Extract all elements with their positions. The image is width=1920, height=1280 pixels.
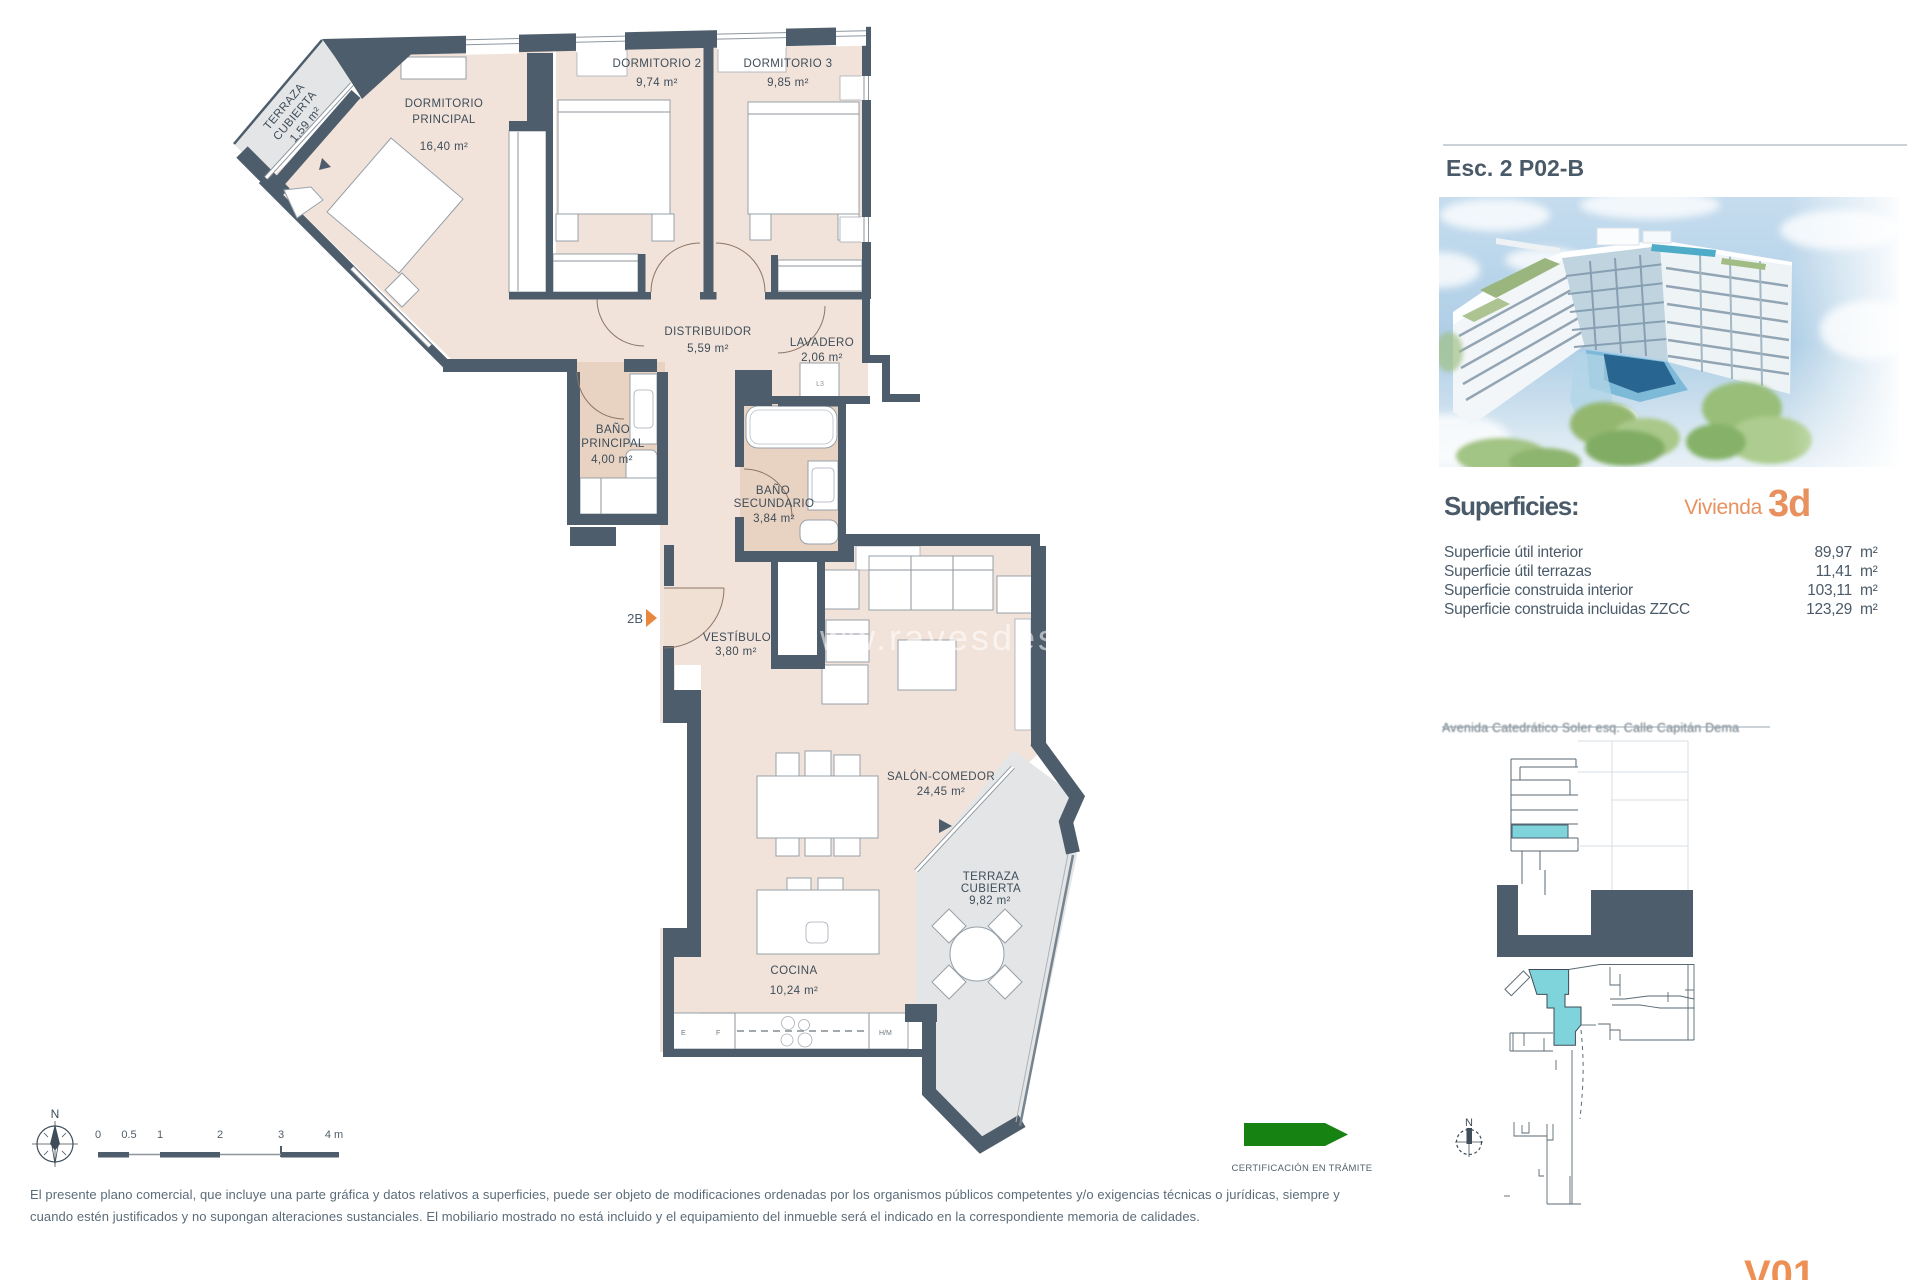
svg-text:m²: m²: [1860, 601, 1878, 618]
svg-text:VESTÍBULO: VESTÍBULO: [703, 631, 771, 644]
svg-text:3,84 m²: 3,84 m²: [753, 513, 795, 525]
svg-text:N: N: [51, 1107, 60, 1121]
svg-text:SECUNDARIO: SECUNDARIO: [734, 498, 815, 510]
svg-text:0: 0: [95, 1129, 101, 1141]
svg-text:SALÓN-COMEDOR: SALÓN-COMEDOR: [887, 770, 995, 783]
svg-text:Superficie útil interior: Superficie útil interior: [1444, 544, 1583, 561]
svg-text:DORMITORIO: DORMITORIO: [405, 98, 484, 110]
svg-text:CERTIFICACIÓN EN TRÁMITE: CERTIFICACIÓN EN TRÁMITE: [1232, 1163, 1373, 1174]
svg-text:3d: 3d: [1768, 483, 1810, 525]
svg-text:2B: 2B: [627, 611, 643, 626]
svg-text:DORMITORIO 3: DORMITORIO 3: [744, 58, 833, 70]
svg-text:11,41: 11,41: [1816, 563, 1852, 580]
svg-text:1: 1: [157, 1129, 163, 1141]
svg-text:H/M: H/M: [879, 1030, 892, 1037]
svg-text:89,97: 89,97: [1814, 544, 1852, 561]
svg-text:4,00 m²: 4,00 m²: [591, 454, 633, 466]
svg-text:El presente plano comercial, q: El presente plano comercial, que incluye…: [30, 1187, 1340, 1202]
svg-text:3: 3: [278, 1129, 284, 1141]
svg-text:E: E: [681, 1030, 686, 1037]
svg-text:m²: m²: [1860, 544, 1878, 561]
svg-text:Esc. 2 P02-B: Esc. 2 P02-B: [1446, 155, 1584, 181]
svg-text:Superficie construida incluida: Superficie construida incluidas ZZCC: [1444, 601, 1690, 618]
svg-text:Avenida Catedrático Soler esq.: Avenida Catedrático Soler esq. Calle Cap…: [1442, 721, 1739, 735]
svg-text:ww.ravesdesc: ww.ravesdesc: [819, 617, 1080, 658]
svg-text:F: F: [716, 1030, 720, 1037]
svg-text:DISTRIBUIDOR: DISTRIBUIDOR: [664, 326, 751, 338]
svg-text:4 m: 4 m: [325, 1129, 343, 1141]
svg-text:TERRAZA: TERRAZA: [963, 871, 1019, 883]
svg-text:V01: V01: [1744, 1253, 1815, 1280]
svg-text:L3: L3: [816, 381, 824, 388]
svg-text:PRINCIPAL: PRINCIPAL: [581, 438, 645, 450]
svg-text:PRINCIPAL: PRINCIPAL: [412, 114, 476, 126]
svg-text:m²: m²: [1860, 563, 1878, 580]
svg-text:9,85 m²: 9,85 m²: [767, 77, 809, 89]
svg-text:16,40 m²: 16,40 m²: [420, 141, 469, 153]
svg-text:123,29: 123,29: [1806, 601, 1852, 618]
svg-text:Vivienda: Vivienda: [1684, 496, 1762, 519]
svg-text:0.5: 0.5: [121, 1129, 136, 1141]
svg-text:DORMITORIO 2: DORMITORIO 2: [613, 58, 702, 70]
svg-text:9,82 m²: 9,82 m²: [969, 895, 1011, 907]
svg-text:5,59 m²: 5,59 m²: [687, 343, 729, 355]
svg-text:Superficie construida interior: Superficie construida interior: [1444, 582, 1633, 599]
svg-text:Superficie útil terrazas: Superficie útil terrazas: [1444, 563, 1592, 580]
svg-text:LAVADERO: LAVADERO: [790, 337, 854, 349]
svg-text:9,74 m²: 9,74 m²: [636, 77, 678, 89]
svg-text:m²: m²: [1860, 582, 1878, 599]
svg-text:CUBIERTA: CUBIERTA: [961, 883, 1021, 895]
svg-text:10,24 m²: 10,24 m²: [770, 985, 819, 997]
svg-text:COCINA: COCINA: [770, 965, 817, 977]
svg-text:Superficies:: Superficies:: [1444, 491, 1578, 521]
svg-text:103,11: 103,11: [1807, 582, 1852, 599]
svg-text:2: 2: [217, 1129, 223, 1141]
svg-text:BAÑO: BAÑO: [596, 423, 630, 436]
svg-text:BAÑO: BAÑO: [756, 484, 790, 497]
svg-text:cuando estén justificados y no: cuando estén justificados y no supongan …: [30, 1209, 1200, 1224]
svg-text:24,45 m²: 24,45 m²: [917, 786, 966, 798]
svg-text:3,80 m²: 3,80 m²: [715, 646, 757, 658]
svg-text:N: N: [1465, 1117, 1473, 1129]
svg-text:2,06 m²: 2,06 m²: [801, 352, 843, 364]
